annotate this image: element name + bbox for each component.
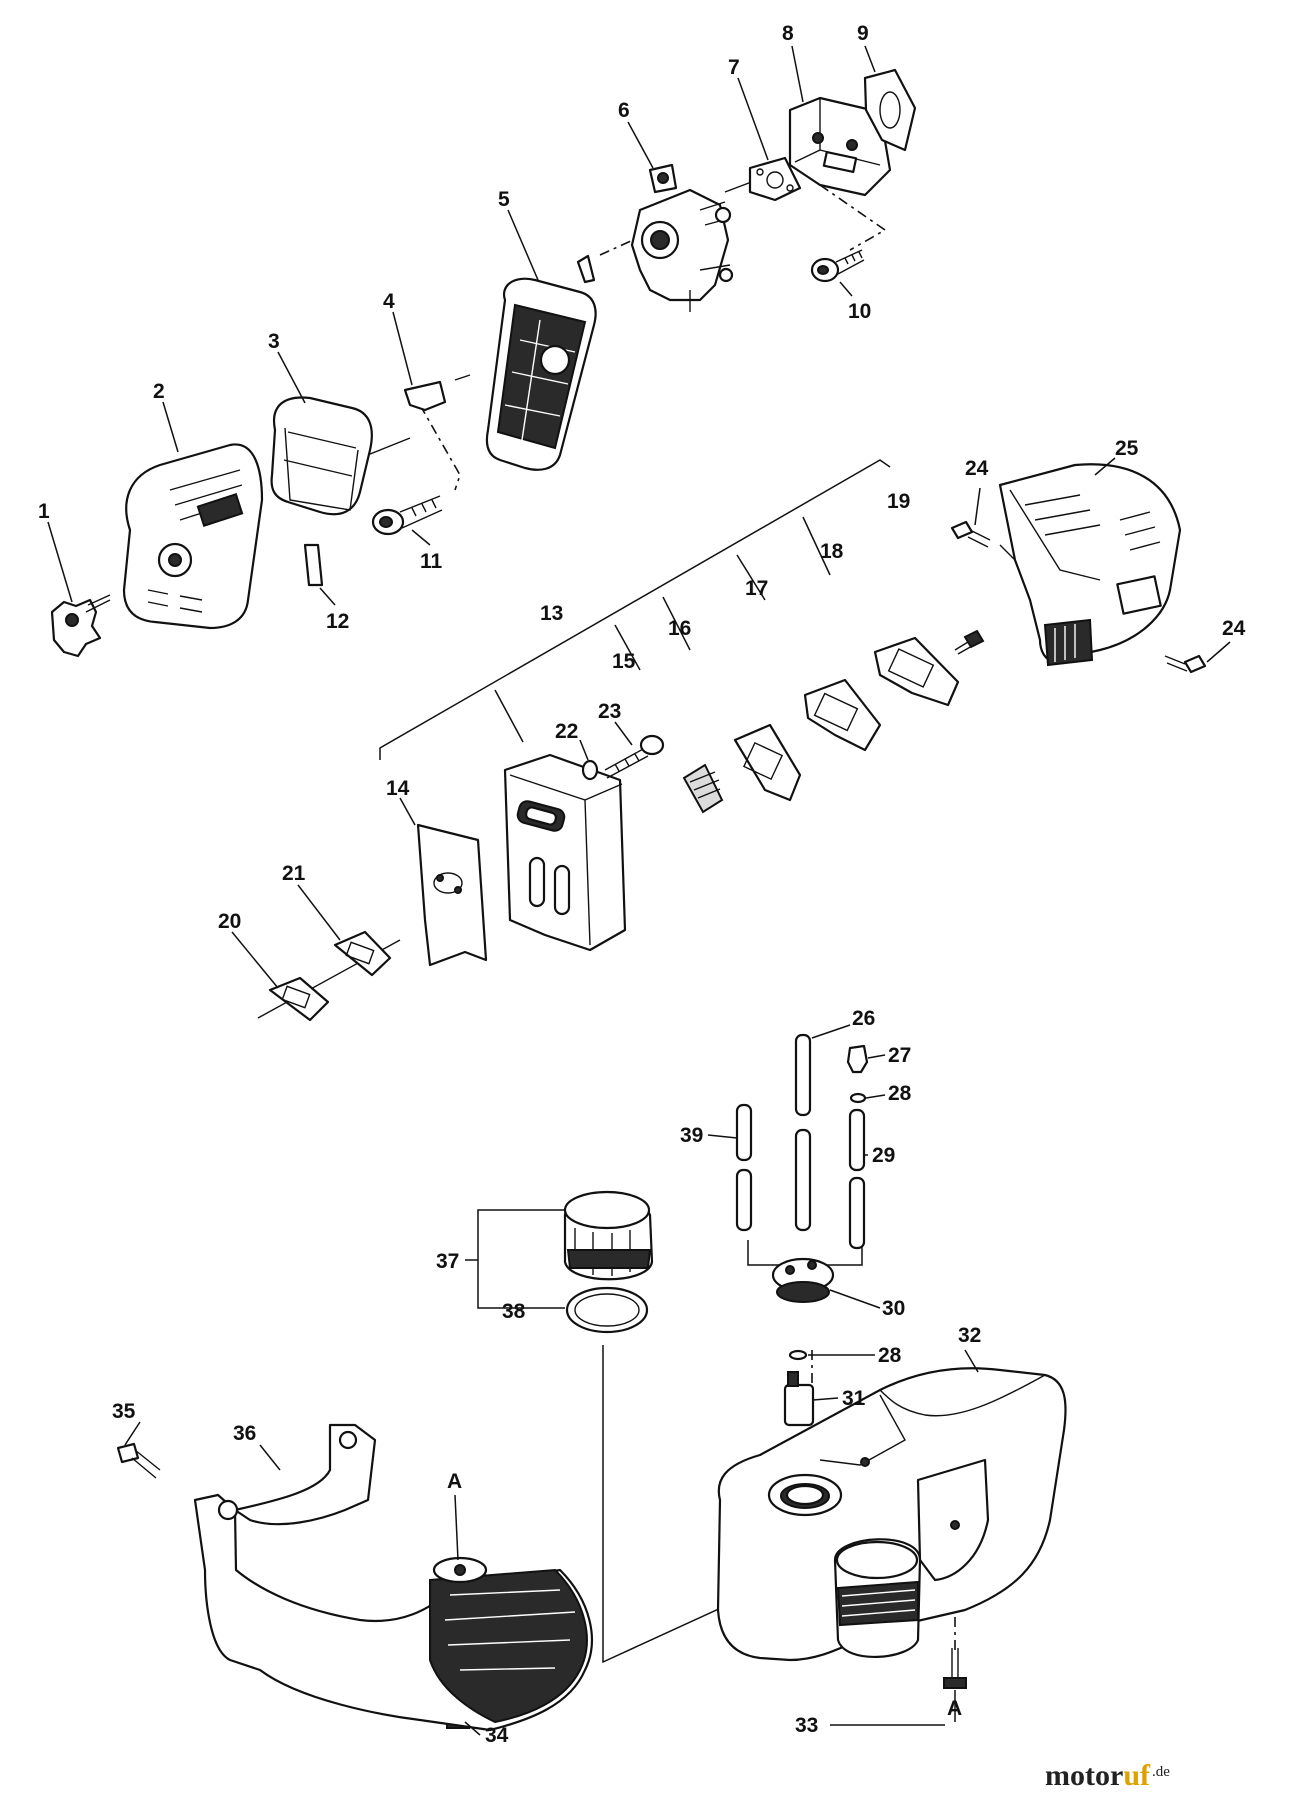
part-26-tube-lower — [794, 1128, 812, 1232]
callout-38: 38 — [502, 1300, 526, 1323]
callout-24-upper: 24 — [965, 457, 989, 480]
callout-10: 10 — [848, 300, 871, 323]
part-39-tube-lower — [735, 1168, 753, 1232]
watermark-brand-accent: uf — [1123, 1759, 1151, 1792]
watermark-brand-main: motor — [1045, 1759, 1123, 1792]
callout-12: 12 — [326, 610, 349, 633]
part-31-fuel-filter — [783, 1371, 815, 1427]
part-29-tube-lower — [848, 1176, 866, 1250]
callout-2: 2 — [153, 380, 165, 403]
part-38-cap-gasket — [565, 1286, 649, 1334]
callout-8: 8 — [782, 22, 794, 45]
callout-23: 23 — [598, 700, 621, 723]
part-27-filter — [846, 1044, 869, 1074]
callout-36: 36 — [233, 1422, 256, 1445]
part-12-label — [303, 543, 324, 587]
callout-20: 20 — [218, 910, 241, 933]
part-17-gasket — [803, 678, 882, 752]
callout-35: 35 — [112, 1400, 136, 1423]
callout-30: 30 — [882, 1297, 905, 1320]
part-37-tank-cap — [563, 1190, 654, 1281]
callout-28-lower: 28 — [878, 1344, 902, 1367]
part-36-tank-guard — [193, 1423, 593, 1732]
reference-a-guard: A — [447, 1470, 462, 1493]
callout-6: 6 — [618, 99, 630, 122]
part-35-bolt — [116, 1442, 161, 1479]
part-11-bolt — [371, 495, 443, 536]
callout-11: 11 — [420, 550, 443, 573]
part-14-heat-shield — [416, 823, 488, 967]
part-25-cylinder-cover — [998, 463, 1182, 667]
part-15-screen — [682, 763, 724, 814]
callout-5: 5 — [498, 188, 510, 211]
part-3-filter-element — [270, 396, 373, 516]
callout-leaders — [47, 45, 1231, 1736]
part-24-bolt-upper — [950, 520, 991, 548]
part-10-bolt — [810, 249, 865, 283]
callout-18: 18 — [820, 540, 844, 563]
callout-39: 39 — [680, 1124, 703, 1147]
callout-25: 25 — [1115, 437, 1139, 460]
callout-27: 27 — [888, 1044, 911, 1067]
callout-14: 14 — [386, 777, 410, 800]
part-18-gasket — [873, 636, 960, 707]
callout-22: 22 — [555, 720, 578, 743]
callout-1: 1 — [38, 500, 50, 523]
svg-text:motoruf: motoruf — [1045, 1759, 1151, 1792]
callout-37: 37 — [436, 1250, 459, 1273]
callout-4: 4 — [383, 290, 395, 313]
part-7-gasket — [748, 156, 802, 202]
callout-3: 3 — [268, 330, 280, 353]
callout-26: 26 — [852, 1007, 875, 1030]
part-20-gasket — [268, 976, 330, 1022]
callout-28-upper: 28 — [888, 1082, 912, 1105]
part-23-bolt — [604, 734, 665, 779]
part-21-gasket — [333, 930, 392, 977]
part-5-air-cleaner-case — [485, 254, 597, 471]
part-6-carburetor — [630, 163, 734, 312]
callout-29: 29 — [872, 1144, 895, 1167]
part-28-ring-upper — [849, 1092, 867, 1104]
muffler-body — [503, 753, 627, 952]
part-28-ring-lower — [788, 1349, 808, 1361]
callout-15: 15 — [612, 650, 636, 673]
part-29-tube-upper — [848, 1108, 866, 1172]
callout-19: 19 — [887, 490, 910, 513]
callout-7: 7 — [728, 56, 740, 79]
part-32-fuel-tank — [716, 1367, 1067, 1662]
callout-numbers: 1 2 3 4 5 6 7 8 9 10 11 12 13 14 15 16 1… — [38, 22, 1246, 1747]
part-1-knob — [50, 594, 111, 658]
callout-33: 33 — [795, 1714, 818, 1737]
callout-9: 9 — [857, 22, 869, 45]
callout-32: 32 — [958, 1324, 981, 1347]
part-16-gasket — [733, 723, 802, 802]
callout-24-lower: 24 — [1222, 617, 1246, 640]
part-39-tube-upper — [735, 1103, 753, 1162]
part-4-plate — [403, 380, 447, 412]
callout-31: 31 — [842, 1387, 866, 1410]
part-19-screw — [954, 629, 985, 655]
part-8-insulator — [788, 96, 892, 197]
callout-21: 21 — [282, 862, 306, 885]
part-2-air-cleaner-cover — [122, 443, 264, 630]
part-30-grommet — [771, 1257, 835, 1303]
callout-16: 16 — [668, 617, 691, 640]
part-26-tube — [794, 1033, 812, 1117]
part-24-bolt-lower — [1164, 654, 1207, 674]
callout-17: 17 — [745, 577, 768, 600]
watermark: motoruf .de — [1045, 1759, 1170, 1792]
callout-34: 34 — [485, 1724, 509, 1747]
part-33-screw — [943, 1648, 967, 1689]
reference-a-tank: A — [947, 1697, 962, 1720]
parts — [50, 68, 1207, 1732]
callout-13: 13 — [540, 602, 563, 625]
watermark-tld: .de — [1152, 1764, 1170, 1780]
part-9-gasket — [863, 68, 917, 152]
part-22-washer — [581, 759, 599, 781]
